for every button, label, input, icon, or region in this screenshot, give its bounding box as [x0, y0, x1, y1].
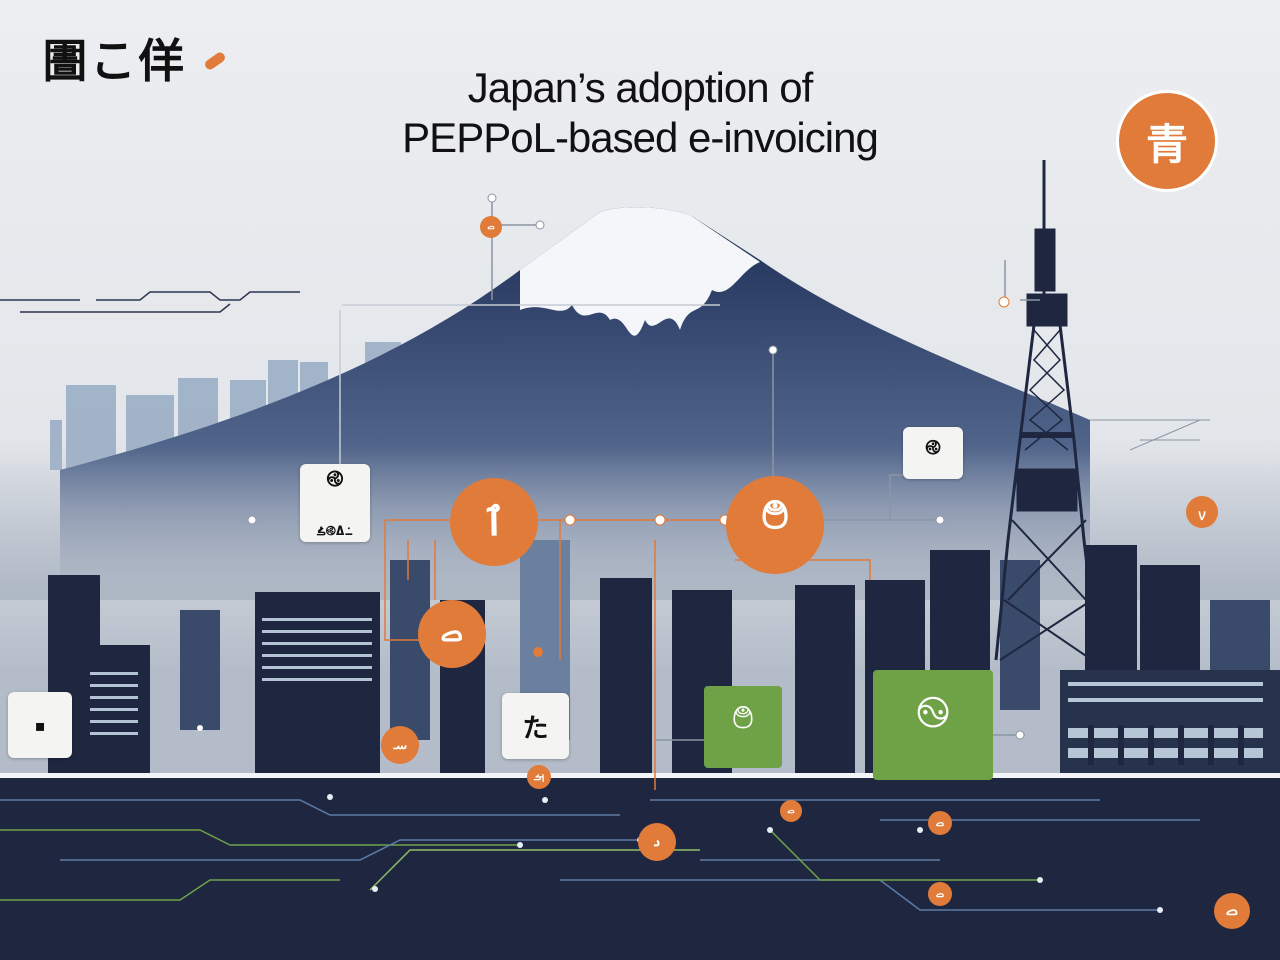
badge-orange-tiny-2: ࡇ [780, 800, 802, 822]
tokyo-tower [994, 160, 1100, 661]
badge-orange-bottom-right: ࡇ [928, 882, 952, 906]
card-left-bottom: ࣈ࿋ߡ߸ [316, 523, 354, 539]
ground [0, 775, 1280, 960]
circuit-lines [0, 799, 1200, 911]
badge-orange-mid-small: ࡌ [527, 765, 551, 789]
badge-top-right: 青 [1116, 90, 1218, 192]
badge-orange-small: ࡇ [418, 600, 486, 668]
card-center: た [502, 693, 569, 759]
window-columns [1088, 725, 1244, 765]
badge-orange-corner: ࡇ [1214, 893, 1250, 929]
badge-orange-center: ࿉ [726, 476, 824, 574]
badge-small-right: ࡍ [1186, 496, 1218, 528]
badge-orange-low-left: ࡄ [381, 726, 419, 764]
title-line-2: PEPPoL-based e-invoicing [402, 114, 879, 161]
card-bottom-left: ▪ [8, 692, 72, 758]
horizon-line [0, 773, 1280, 778]
right-tech-lines [1090, 419, 1210, 451]
badge-orange-left: ٱ [450, 478, 538, 566]
card-left: ࿋ ࣈ࿋ߡ߸ [300, 464, 370, 542]
connector-dots [197, 193, 1025, 740]
card-green-large: ࿊ [873, 670, 993, 780]
building-windows [90, 618, 1263, 758]
connector-lines [339, 200, 1040, 790]
badge-orange-bottom-small: ࡇ [928, 811, 952, 835]
snow-cap [520, 207, 760, 336]
card-green-mid: ࿉ [704, 686, 782, 768]
tech-lines [0, 291, 300, 313]
card-right: ࿋ [903, 427, 963, 479]
brand-logo: 圕こ佯 [42, 34, 186, 88]
badge-orange-bottom-left: ࡅ [638, 823, 676, 861]
title-line-1: Japan’s adoption of [467, 64, 814, 111]
card-left-top: ࿋ [326, 466, 344, 492]
badge-orange-tiny: ࡇ [480, 216, 502, 238]
